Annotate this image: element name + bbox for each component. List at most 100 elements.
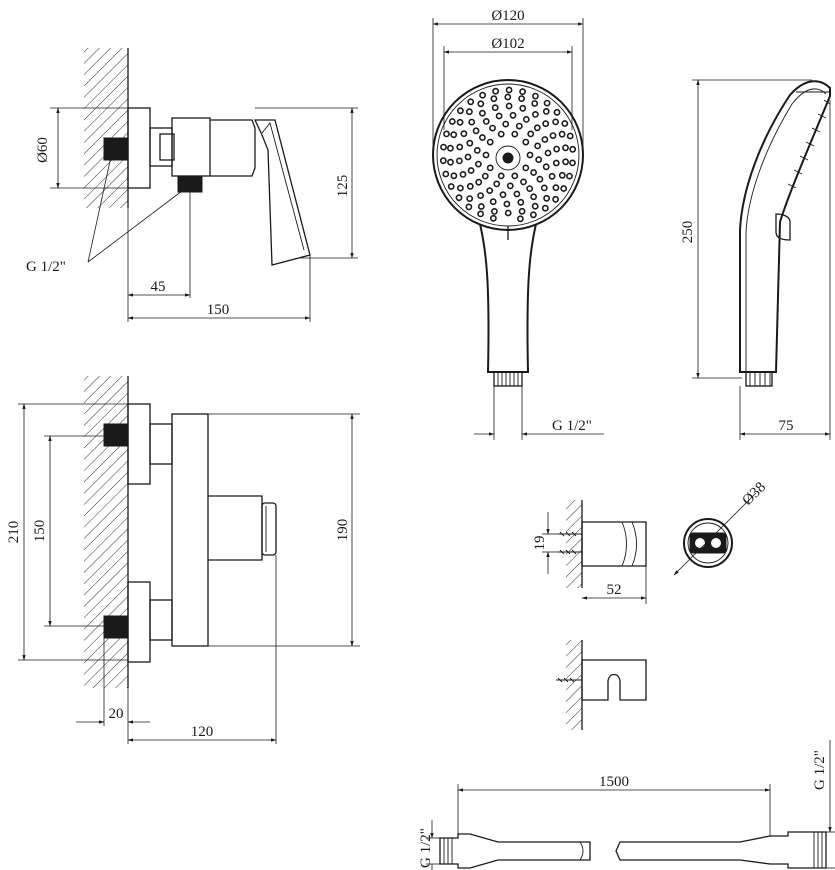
label-center-150: 150	[32, 520, 48, 543]
label-holder-diameter: Ø38	[740, 479, 770, 509]
lever-handle	[253, 119, 311, 266]
nozzle	[517, 198, 525, 206]
nozzle	[503, 200, 511, 208]
nozzle	[486, 164, 494, 172]
nozzle	[541, 136, 549, 143]
thread-lines	[497, 372, 519, 386]
nozzle	[490, 95, 498, 103]
nozzle	[552, 118, 559, 126]
nozzle	[477, 100, 485, 108]
nozzle	[519, 104, 527, 112]
nozzle	[466, 195, 474, 202]
nozzle	[519, 88, 526, 96]
label-depth-120: 120	[191, 724, 214, 740]
nozzle	[544, 149, 552, 157]
nozzle	[460, 130, 468, 138]
nozzle	[455, 194, 463, 202]
nozzle	[531, 202, 539, 210]
label-diameter-120: Ø120	[491, 8, 524, 24]
nozzle	[530, 211, 537, 219]
holder-side: 19 52	[532, 500, 647, 604]
nozzle	[522, 164, 530, 172]
label-hose-thread-left: G 1/2"	[418, 828, 434, 868]
nozzle	[472, 127, 480, 135]
nozzle	[558, 130, 566, 138]
label-depth-45: 45	[151, 279, 166, 295]
nozzle	[456, 143, 464, 151]
nozzle	[486, 187, 494, 194]
nozzle	[459, 170, 467, 178]
nozzle	[543, 194, 550, 202]
nozzle	[486, 138, 494, 146]
nozzle	[549, 132, 557, 139]
holder-front: Ø38	[673, 479, 770, 576]
nozzle	[456, 107, 464, 115]
nozzle	[532, 111, 539, 118]
nozzle	[493, 180, 501, 188]
nozzle	[562, 144, 569, 152]
nozzle	[456, 184, 464, 192]
nozzle	[522, 116, 530, 123]
side-nozzle-ticks	[787, 99, 831, 189]
nozzle	[502, 120, 510, 128]
nozzle	[479, 91, 486, 99]
nozzle	[466, 182, 474, 190]
nozzle	[442, 170, 450, 178]
nozzle	[511, 172, 519, 180]
mixer-body	[171, 117, 211, 177]
nozzle	[473, 146, 481, 154]
hose: 1500 G 1/2" G 1/2"	[418, 740, 835, 870]
nozzle	[530, 193, 537, 201]
nozzle	[552, 195, 559, 203]
nozzle	[530, 169, 537, 176]
nozzle	[474, 160, 482, 168]
nozzle	[482, 151, 490, 159]
nozzle	[497, 172, 505, 180]
nozzle	[447, 158, 454, 166]
nozzle	[448, 118, 456, 125]
wall-hatch	[84, 376, 128, 688]
wall-pipe	[103, 137, 129, 161]
nozzle	[542, 163, 550, 171]
nozzle	[533, 124, 541, 132]
nozzle	[478, 109, 486, 117]
wall-hatch	[566, 500, 582, 588]
nozzle	[527, 130, 535, 138]
hand-shower-side: 250 75	[680, 79, 831, 440]
nozzle	[566, 172, 573, 180]
nozzle	[465, 203, 473, 211]
nozzle	[569, 159, 576, 167]
shower-handle	[479, 223, 537, 373]
label-length-250: 250	[680, 221, 696, 244]
nozzle	[468, 118, 476, 126]
mixer-side-view: Ø60 125 45 150 G 1/2"	[26, 48, 358, 322]
nozzle	[439, 157, 447, 165]
label-height-125: 125	[335, 175, 351, 198]
nozzle	[553, 145, 560, 153]
label-thread-shower: G 1/2"	[552, 418, 592, 434]
nozzle	[477, 203, 485, 210]
label-depth-150: 150	[207, 302, 230, 318]
nozzle	[475, 178, 483, 186]
nozzle	[566, 132, 574, 140]
nozzle	[495, 112, 503, 120]
nozzle	[518, 95, 525, 102]
nozzle	[560, 185, 568, 192]
nozzle	[464, 153, 472, 161]
nozzle	[513, 190, 521, 198]
nozzle	[504, 209, 512, 217]
nozzle	[517, 215, 524, 223]
label-hose-thread-right: G 1/2"	[812, 750, 828, 790]
label-diameter-102: Ø102	[491, 36, 524, 52]
nozzle	[569, 145, 577, 153]
label-holder-19: 19	[532, 536, 548, 551]
wall-hatch	[84, 48, 128, 208]
holder-rosette	[683, 518, 733, 568]
nozzle	[531, 100, 539, 107]
nozzle	[440, 143, 447, 151]
nozzle	[466, 139, 474, 147]
nozzle	[490, 207, 498, 215]
label-width-75: 75	[779, 418, 794, 434]
nozzle	[489, 214, 497, 222]
